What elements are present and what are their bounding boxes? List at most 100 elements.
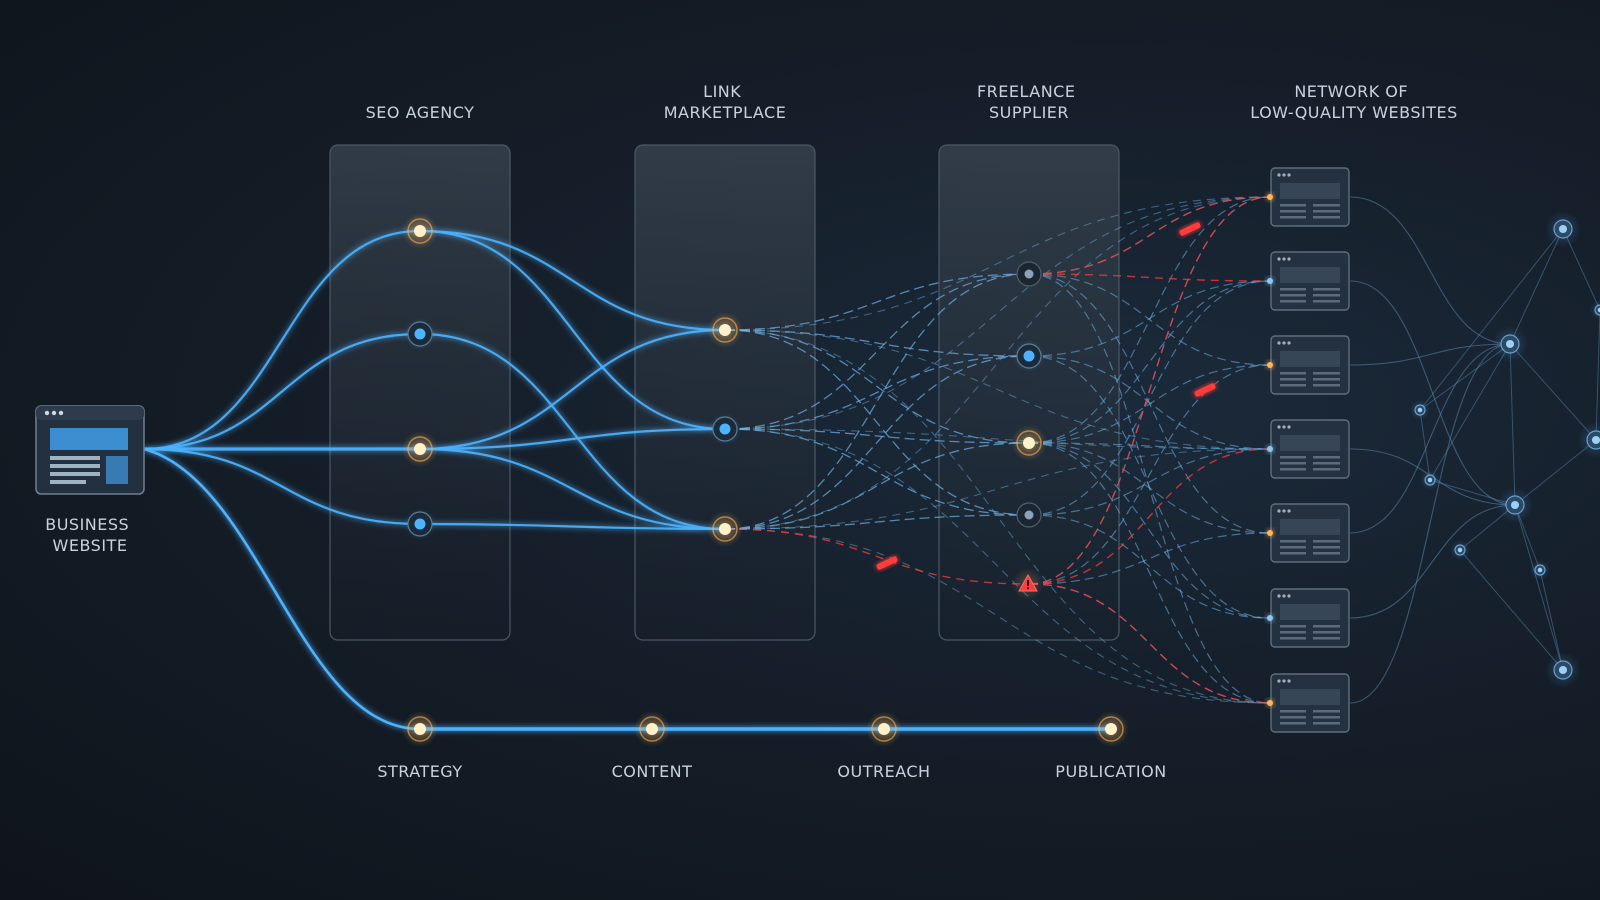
- site-dot: [1287, 679, 1291, 683]
- site-line: [1280, 372, 1306, 375]
- dashed-link: [1028, 364, 1271, 444]
- solid-link: [419, 447, 726, 531]
- freelance-node: [1013, 340, 1045, 372]
- site-line: [1280, 716, 1306, 719]
- site-line: [1313, 637, 1340, 640]
- mesh-line: [1349, 196, 1511, 345]
- site-hero: [1280, 351, 1340, 367]
- site-dot: [1282, 509, 1286, 513]
- mesh-line: [1349, 343, 1511, 534]
- site-line: [1313, 216, 1340, 219]
- network-website-icon: [1267, 335, 1350, 395]
- site-dot: [1277, 594, 1281, 598]
- red-dashed-link: [1028, 196, 1271, 275]
- site-line: [1313, 456, 1340, 459]
- solid-link: [143, 229, 421, 451]
- site-connector: [1267, 194, 1273, 200]
- mesh-node: [1594, 304, 1600, 316]
- node-core: [414, 328, 426, 340]
- mesh-node-core: [1505, 339, 1515, 349]
- freelance-node: [1016, 261, 1042, 287]
- site-dot: [1282, 257, 1286, 261]
- site-connector: [1267, 530, 1273, 536]
- marketplace-node: [707, 312, 743, 348]
- link-marketplace-panel: [634, 144, 816, 641]
- site-connector: [1267, 615, 1273, 621]
- nodes: [402, 213, 1129, 747]
- site-line: [1280, 722, 1306, 725]
- site-line: [1313, 631, 1340, 634]
- site-line: [1280, 204, 1306, 207]
- warning-triangle-icon: [1012, 568, 1044, 600]
- mesh-line: [1419, 409, 1431, 481]
- red-break-mark: [1194, 383, 1216, 397]
- red-warning-links: [724, 196, 1271, 704]
- site-line: [1313, 384, 1340, 387]
- dashed-links: [724, 196, 1271, 704]
- site-line: [1313, 378, 1340, 381]
- marketplace-node: [707, 511, 743, 547]
- stage-label-network: NETWORK OF LOW-QUALITY WEBSITES: [1250, 82, 1458, 122]
- timeline-label-outreach: OUTREACH: [837, 762, 930, 781]
- dashed-link: [1028, 448, 1271, 516]
- site-line: [1280, 631, 1306, 634]
- site-line: [1313, 210, 1340, 213]
- red-break-mark: [1179, 222, 1201, 236]
- dashed-link: [724, 428, 1030, 516]
- site-line: [1280, 456, 1306, 459]
- network-websites: [1267, 167, 1350, 733]
- site-connector: [1267, 278, 1273, 284]
- site-dot: [1277, 257, 1281, 261]
- seo-node: [402, 431, 438, 467]
- site-line: [1280, 546, 1306, 549]
- site-connector: [1267, 362, 1273, 368]
- site-line: [1313, 710, 1340, 713]
- site-dot: [1277, 425, 1281, 429]
- site-line: [1280, 378, 1306, 381]
- freelance-supplier-panel: [938, 144, 1120, 641]
- dashed-link: [1028, 280, 1271, 516]
- dashed-link: [1028, 442, 1271, 450]
- stage-label-link-marketplace: LINK MARKETPLACE: [664, 82, 787, 122]
- dashed-link: [1028, 364, 1271, 585]
- site-line: [1280, 294, 1306, 297]
- site-dot: [1282, 679, 1286, 683]
- site-line: [1313, 462, 1340, 465]
- site-dot: [1287, 341, 1291, 345]
- site-hero: [1280, 604, 1340, 620]
- node-core: [414, 443, 426, 455]
- mesh-line: [1509, 228, 1564, 345]
- solid-link: [419, 522, 726, 531]
- solid-link: [419, 427, 726, 451]
- red-dashed-link: [1028, 448, 1271, 585]
- dashed-link: [724, 355, 1030, 530]
- business-website-icon: [35, 405, 145, 495]
- solid-link: [419, 229, 726, 431]
- node-core: [1105, 723, 1117, 735]
- timeline-label-content: CONTENT: [612, 762, 693, 781]
- site-line: [1280, 210, 1306, 213]
- dashed-link: [724, 273, 1030, 530]
- dashed-link: [1028, 442, 1271, 704]
- dashed-link: [724, 355, 1030, 430]
- dashed-link: [1028, 442, 1271, 534]
- node-core: [1024, 510, 1034, 520]
- node-core: [414, 518, 426, 530]
- site-dot: [1277, 341, 1281, 345]
- node-core: [719, 423, 731, 435]
- red-dashed-link: [1028, 583, 1271, 704]
- site-line: [1313, 546, 1340, 549]
- solid-link: [143, 447, 421, 526]
- mesh-line: [1509, 343, 1597, 441]
- marketplace-node: [709, 413, 741, 445]
- seo-agency-panel: [329, 144, 511, 641]
- red-break-mark: [876, 556, 898, 570]
- seo-node: [404, 318, 436, 350]
- timeline-label-strategy: STRATEGY: [377, 762, 462, 781]
- site-dot: [1282, 341, 1286, 345]
- network-website-icon: [1267, 251, 1350, 311]
- node-core: [646, 723, 658, 735]
- mesh-node-core: [1558, 224, 1568, 234]
- site-line: [1280, 637, 1306, 640]
